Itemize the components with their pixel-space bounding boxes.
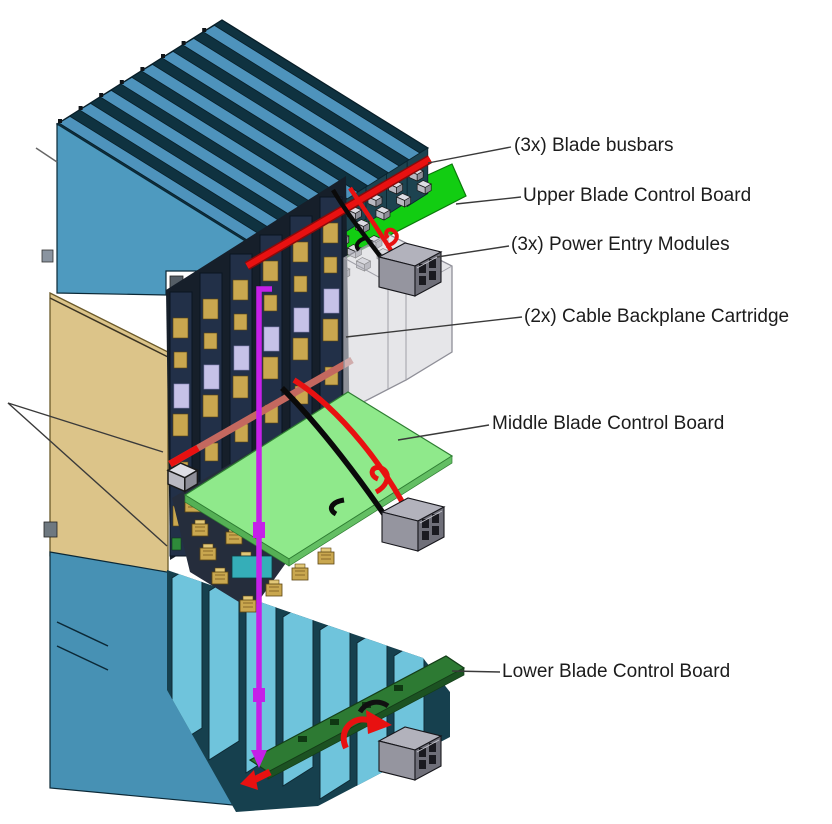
leader-lines: [7, 146, 523, 673]
red-arrowhead: [366, 710, 392, 734]
left-leader-a: [7, 402, 164, 453]
label-upper-blade-control-board: Upper Blade Control Board: [523, 185, 752, 206]
red-cable-curl: [369, 464, 390, 495]
label-middle-blade-control-board: Middle Blade Control Board: [492, 413, 725, 434]
side-bracket-detail: [35, 147, 58, 163]
side-tab-detail: [41, 249, 54, 263]
leader-cartridge: [345, 316, 523, 338]
left-leader-b: [7, 402, 168, 547]
lower-blade-control-board: [248, 655, 466, 780]
black-cable-hook: [328, 497, 345, 517]
panel-tab-detail: [43, 521, 58, 538]
vertical-cable-magenta: [240, 286, 272, 790]
red-cable-curl: [384, 227, 399, 248]
label-power-entry-modules: (3x) Power Entry Modules: [511, 234, 730, 255]
middle-blade-control-board: [167, 391, 454, 567]
leader-middle-board: [397, 424, 490, 441]
teal-module-detail: [231, 555, 273, 579]
label-lower-blade-control-board: Lower Blade Control Board: [502, 661, 731, 682]
side-panel: [43, 291, 169, 616]
label-blade-busbars: (3x) Blade busbars: [514, 135, 674, 156]
leader-power-entry: [436, 245, 510, 258]
label-cable-backplane-cartridge: (2x) Cable Backplane Cartridge: [524, 306, 790, 327]
leader-lower-board: [451, 670, 501, 673]
blade-latch-nubs: [58, 28, 207, 123]
black-cable-hook: [354, 236, 367, 252]
leader-upper-board: [455, 196, 522, 205]
upper-power-cables: [331, 186, 399, 258]
lower-cable-arrows: [340, 699, 392, 750]
bottom-red-arrowhead: [240, 770, 258, 790]
power-entry-module-2: [381, 497, 445, 552]
leader-blade-busbars: [427, 146, 512, 164]
blade-busbar-top: [244, 155, 433, 270]
magenta-arrowhead: [251, 750, 267, 768]
